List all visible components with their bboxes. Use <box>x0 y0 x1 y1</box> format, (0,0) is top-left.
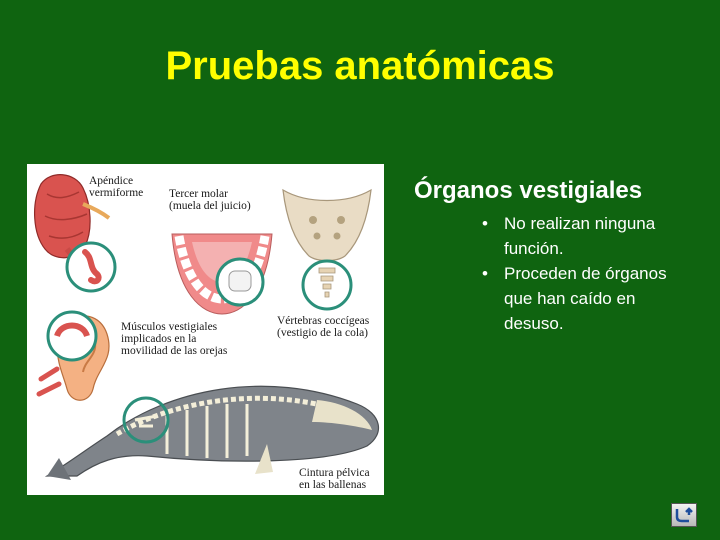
label-molar-line2: (muela del juicio) <box>169 200 251 212</box>
label-appendix-line2: vermiforme <box>89 187 144 199</box>
pelvis-zoom-circle <box>122 396 170 444</box>
return-arrow-icon <box>675 507 693 523</box>
label-ear-line1: Músculos vestigiales <box>121 321 218 333</box>
label-pelvis-line2: en las ballenas <box>299 479 367 491</box>
label-coccyx-line2: (vestigio de la cola) <box>277 327 369 339</box>
ear-zoom-circle <box>46 310 98 362</box>
label-ear-line3: movilidad de las orejas <box>121 345 228 357</box>
bullet-item: No realizan ninguna función. <box>480 211 695 261</box>
label-coccyx-line1: Vértebras coccígeas <box>277 315 370 327</box>
illustration-art <box>34 174 380 480</box>
label-pelvis-line1: Cintura pélvica <box>299 467 370 479</box>
vestigial-organs-illustration: Apéndice vermiforme Tercer molar (muela … <box>27 164 384 495</box>
section-heading: Órganos vestigiales <box>414 177 643 204</box>
bullet-list: No realizan ninguna función. Proceden de… <box>480 211 695 336</box>
sacrum-illustration <box>282 188 372 262</box>
label-ear-line2: implicados en la <box>121 333 197 345</box>
slide-title: Pruebas anatómicas <box>165 44 555 88</box>
return-button[interactable] <box>671 503 697 527</box>
label-molar-line1: Tercer molar <box>169 188 228 200</box>
label-appendix-line1: Apéndice <box>89 175 134 187</box>
whale-illustration <box>44 385 380 480</box>
bullet-item: Proceden de órganos que han caído en des… <box>480 261 695 336</box>
